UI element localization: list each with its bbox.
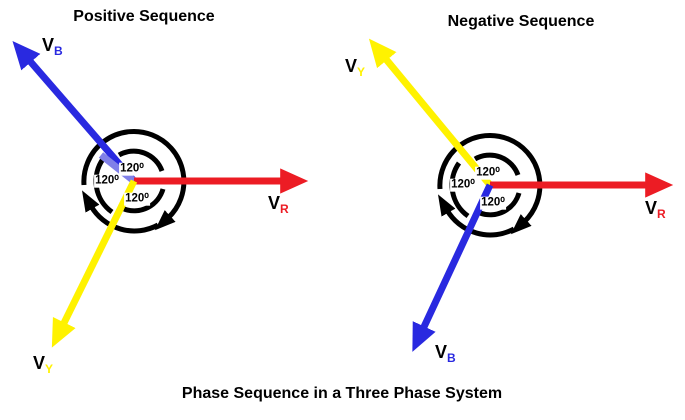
vy-label: VY	[33, 354, 53, 375]
vb-label: VB	[42, 36, 63, 57]
angle-arc-left	[449, 161, 470, 219]
vb-phasor	[12, 40, 137, 184]
positive-sequence-title: Positive Sequence	[73, 8, 215, 25]
rotation-arc-outer	[81, 128, 187, 231]
figure-caption: Phase Sequence in a Three Phase System	[181, 385, 503, 402]
negative-sequence-title: Negative Sequence	[447, 13, 595, 30]
vr-label: VR	[268, 194, 289, 215]
vr-label: VR	[645, 199, 666, 220]
vy-label-sub: Y	[357, 65, 366, 79]
vy-label-main: V	[33, 353, 46, 373]
vb-label: VB	[435, 343, 456, 364]
vb-label-sub: B	[54, 44, 63, 58]
vy-label-sub: Y	[45, 362, 54, 376]
vb-phasor	[412, 183, 494, 352]
angle-label-bottom: 120⁰	[480, 196, 506, 210]
angle-arc-bottom	[479, 192, 522, 218]
angle-label-top: 120⁰	[119, 162, 145, 176]
vb-label-main: V	[435, 342, 448, 362]
vb-phasor-inner-segment	[98, 152, 137, 184]
angle-label-left: 120⁰	[450, 178, 476, 192]
vr-label-main: V	[645, 198, 658, 218]
angle-arc-bottom	[123, 188, 166, 214]
angle-label-left: 120⁰	[94, 174, 120, 188]
rotation-arc-lower	[81, 190, 160, 234]
rotation-arc-lower	[437, 194, 516, 238]
vr-label-sub: R	[657, 207, 666, 221]
vy-label-main: V	[345, 56, 358, 76]
rotation-arc-outer	[437, 132, 543, 235]
vy-phasor	[368, 38, 493, 188]
angle-arc-top	[117, 148, 165, 172]
angle-arc-left	[93, 157, 114, 215]
vy-phasor	[51, 179, 138, 348]
angle-label-top: 120⁰	[475, 166, 501, 180]
vr-label-main: V	[268, 193, 281, 213]
vy-label: VY	[345, 57, 365, 78]
angle-arc-top	[473, 152, 521, 176]
vb-label-sub: B	[447, 351, 456, 365]
vb-label-main: V	[42, 35, 55, 55]
angle-label-bottom: 120⁰	[124, 192, 150, 206]
negative-sequence-diagram	[368, 38, 674, 352]
positive-sequence-diagram	[12, 40, 309, 348]
vr-label-sub: R	[280, 202, 289, 216]
